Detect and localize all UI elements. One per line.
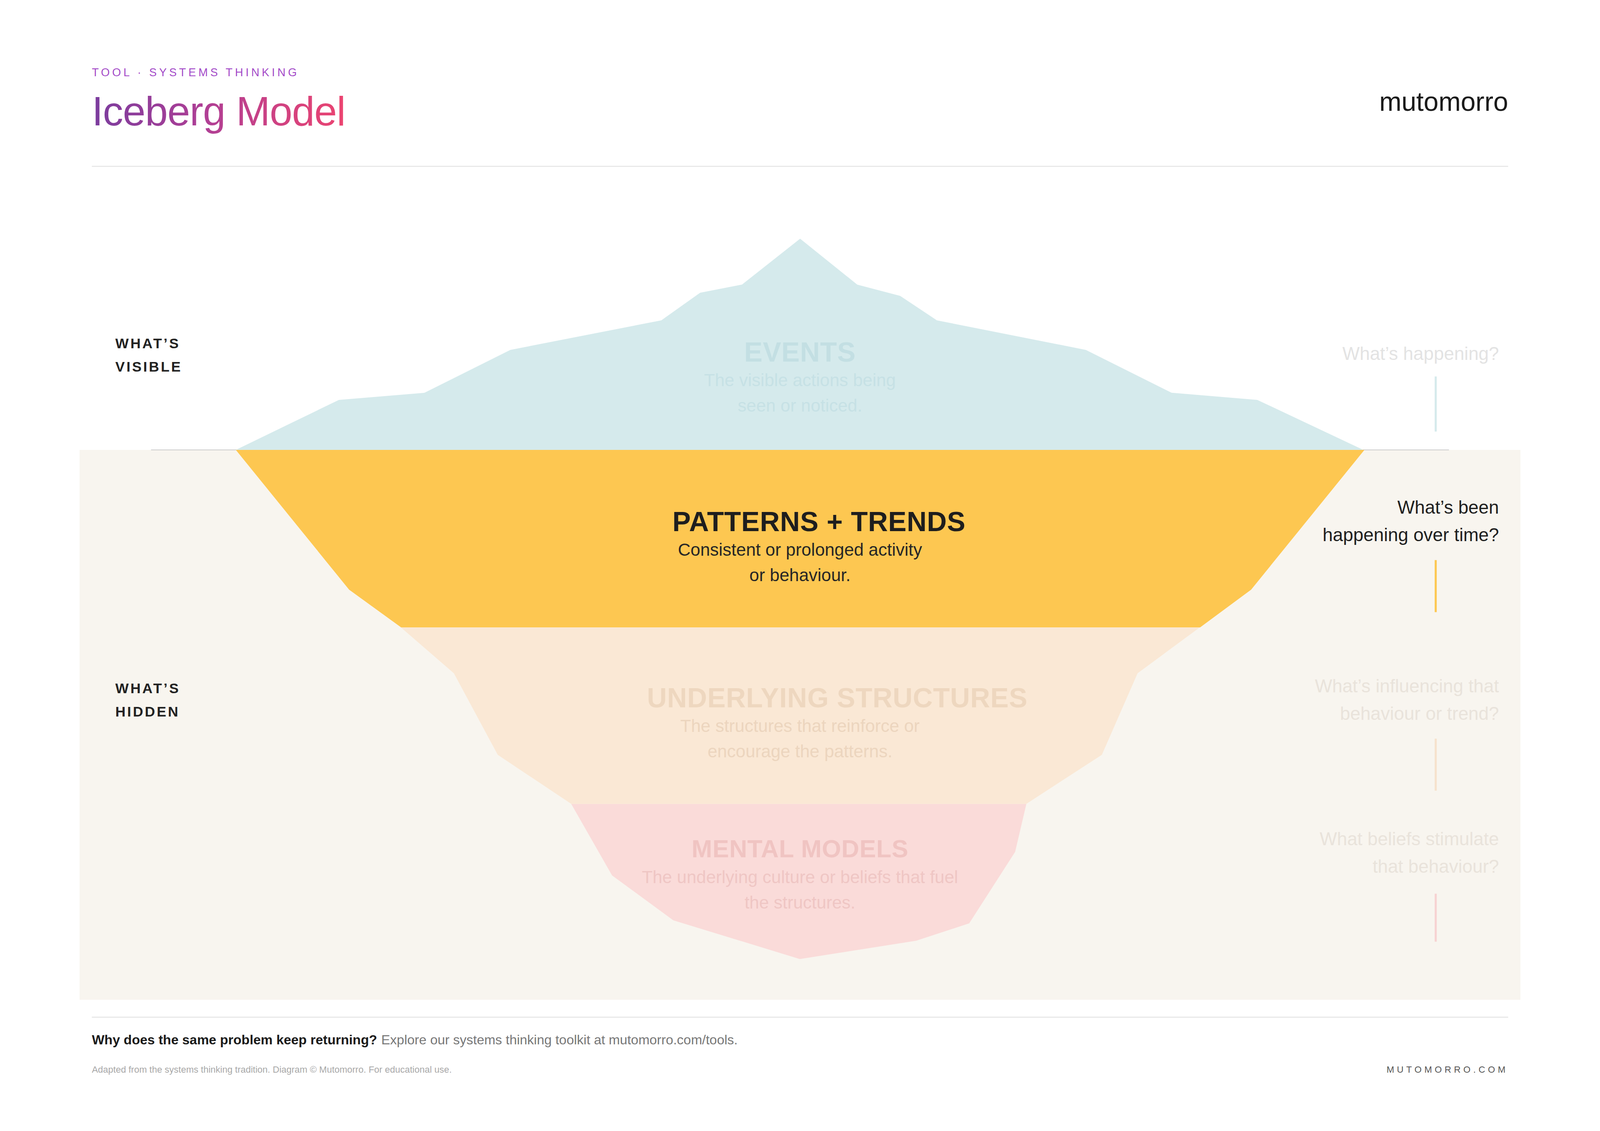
zone-label: WHAT’S HIDDEN [115, 676, 218, 724]
mental-models-band: MENTAL MODELSThe underlying culture or b… [571, 804, 1027, 960]
structures-band: UNDERLYING STRUCTURESThe structures that… [400, 627, 1200, 805]
band-description: The visible actions being seen or notice… [697, 367, 903, 419]
band-description: The underlying culture or beliefs that f… [641, 864, 958, 916]
site-url: MUTOMORRO.COM [1100, 1064, 1509, 1077]
zone-label: WHAT’S VISIBLE [115, 331, 218, 379]
marker-bar [1434, 738, 1437, 791]
header-rule [91, 165, 1508, 167]
band-shape [235, 450, 1365, 628]
copyright-note: Adapted from the systems thinking tradit… [91, 1064, 1113, 1077]
band-content: PATTERNS + TRENDSConsistent or prolonged… [672, 506, 928, 588]
events-band: EVENTSThe visible actions being seen or … [235, 238, 1364, 450]
band-outline [235, 450, 1365, 628]
band-heading: UNDERLYING STRUCTURES [647, 682, 954, 714]
band-description: The structures that reinforce or encoura… [647, 713, 954, 765]
page-title: Iceberg Model [91, 87, 345, 135]
footer-rule [91, 1017, 1508, 1018]
band-content: EVENTSThe visible actions being seen or … [697, 336, 903, 419]
patterns-band: PATTERNS + TRENDSConsistent or prolonged… [235, 450, 1365, 628]
band-outline [400, 627, 1200, 805]
guiding-question: What’s happening? [1172, 340, 1500, 368]
guiding-question: What beliefs stimulate that behaviour? [1292, 825, 1500, 881]
band-heading: EVENTS [697, 336, 903, 368]
marker-bar [1434, 560, 1437, 613]
band-heading: PATTERNS + TRENDS [672, 506, 928, 538]
guiding-question: What’s influencing that behaviour or tre… [1282, 672, 1499, 728]
marker-bar [1434, 893, 1437, 942]
tool-tag: TOOL · SYSTEMS THINKING [91, 65, 602, 80]
guiding-question: What’s been happening over time? [1307, 493, 1499, 549]
band-description: Consistent or prolonged activity or beha… [672, 537, 928, 588]
band-content: UNDERLYING STRUCTURESThe structures that… [647, 682, 954, 765]
band-content: MENTAL MODELSThe underlying culture or b… [641, 833, 958, 916]
band-outline [235, 238, 1364, 450]
footer-link-text: Explore our systems thinking toolkit at … [381, 1031, 1300, 1050]
band-outline [571, 804, 1027, 960]
marker-bar [1434, 376, 1437, 432]
underwater-ground [79, 450, 1521, 1000]
band-heading: MENTAL MODELS [641, 833, 958, 865]
brand-name: mutomorro [1100, 85, 1509, 118]
band-shape [400, 627, 1200, 805]
